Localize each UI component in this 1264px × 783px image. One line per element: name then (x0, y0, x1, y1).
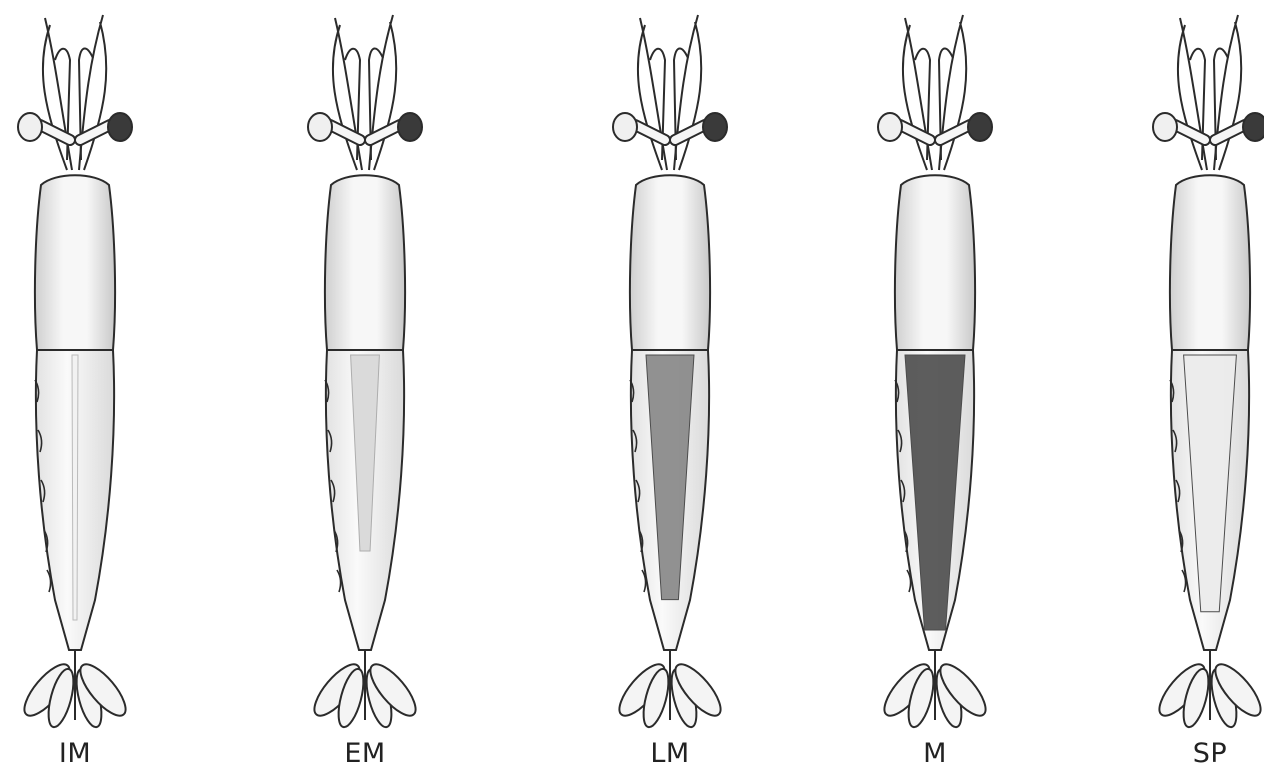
antennae (1178, 15, 1241, 170)
stage-label-lm: LM (610, 738, 730, 769)
antennae (638, 15, 701, 170)
carapace (895, 175, 975, 350)
antennae (903, 15, 966, 170)
eyes (18, 113, 132, 141)
tail-fan (612, 650, 728, 730)
eyes (878, 113, 992, 141)
shrimp-sp (1152, 15, 1264, 730)
carapace (35, 175, 115, 350)
shrimp-im (17, 15, 133, 730)
shrimp-lm (612, 15, 728, 730)
tail-fan (1152, 650, 1264, 730)
stage-label-m: M (875, 738, 995, 769)
carapace (325, 175, 405, 350)
eyes (308, 113, 422, 141)
shrimp-em (307, 15, 423, 730)
eyes (1153, 113, 1264, 141)
tail-fan (307, 650, 423, 730)
carapace (630, 175, 710, 350)
shrimp-illustrations (0, 0, 1264, 730)
eyes (613, 113, 727, 141)
ovary (72, 355, 78, 620)
stage-label-em: EM (305, 738, 425, 769)
stage-label-im: IM (15, 738, 135, 769)
tail-fan (877, 650, 993, 730)
tail-fan (17, 650, 133, 730)
antennae (333, 15, 396, 170)
carapace (1170, 175, 1250, 350)
shrimp-m (877, 15, 993, 730)
stage-label-sp: SP (1150, 738, 1264, 769)
antennae (43, 15, 106, 170)
